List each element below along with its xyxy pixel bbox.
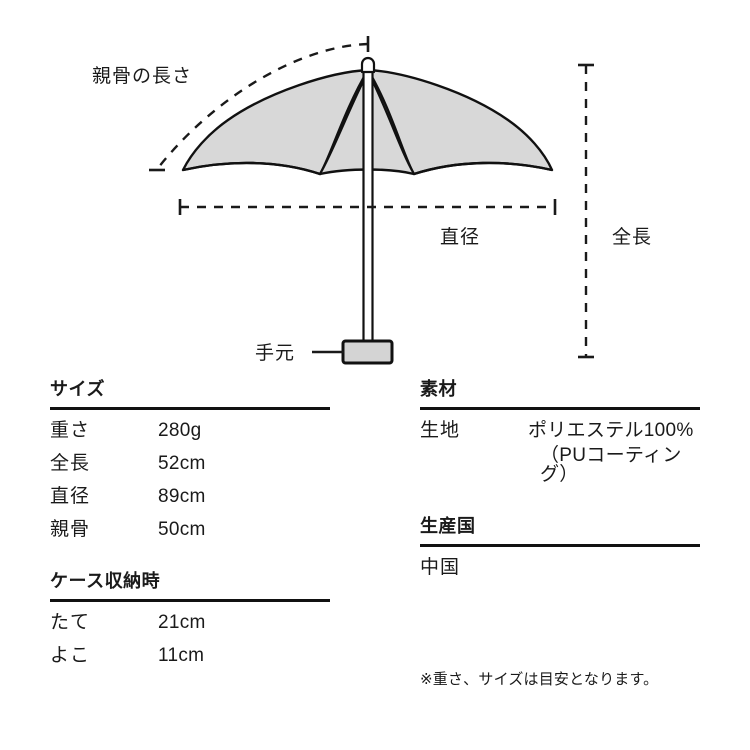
spec-row: 生地 ポリエステル100% （PUコーティング） <box>420 414 700 491</box>
section-title-size: サイズ <box>50 379 105 399</box>
spec-section-case: ケース収納時 たて 21cm よこ 11cm <box>50 570 330 672</box>
section-title-case: ケース収納時 <box>50 570 161 591</box>
footnote-note: ※重さ、サイズは目安となります。 <box>420 671 659 688</box>
spec-key: たて <box>50 611 91 633</box>
section-title-origin: 生産国 <box>420 515 476 536</box>
spec-row: 直径 89cm <box>50 480 330 513</box>
spec-key: 直径 <box>50 485 91 507</box>
spacer <box>50 546 330 572</box>
spec-row: たて 21cm <box>50 606 330 639</box>
spacer <box>420 491 700 517</box>
spec-value: 89cm <box>158 485 206 507</box>
spec-key: 生地 <box>420 419 461 441</box>
label-rib-length: 親骨の長さ <box>92 65 192 87</box>
spec-value-main: ポリエステル100% <box>528 419 694 441</box>
section-rule <box>50 598 330 602</box>
spec-column-left: サイズ 重さ 280g 全長 52cm 直径 89cm 親骨 50cm ケース収… <box>50 379 330 672</box>
spec-row: 全長 52cm <box>50 447 330 480</box>
spec-section-size: サイズ 重さ 280g 全長 52cm 直径 89cm 親骨 50cm <box>50 379 330 546</box>
umbrella-tip-icon <box>360 56 376 74</box>
spec-key: 中国 <box>420 556 461 578</box>
section-title-material: 素材 <box>420 379 457 399</box>
umbrella-illustration: 親骨の長さ 直径 全長 手元 <box>92 36 652 365</box>
spec-value: 50cm <box>158 518 206 540</box>
spec-key: よこ <box>50 644 91 666</box>
spec-value: ポリエステル100% （PUコーティング） <box>528 421 700 484</box>
spec-row: 重さ 280g <box>50 414 330 447</box>
spec-row: よこ 11cm <box>50 639 330 672</box>
spec-value-sub: （PUコーティング） <box>540 444 682 485</box>
label-total-length: 全長 <box>612 226 652 248</box>
umbrella-handle <box>341 339 394 365</box>
section-rule <box>50 406 330 410</box>
spec-key: 全長 <box>50 452 91 474</box>
specification-area: サイズ 重さ 280g 全長 52cm 直径 89cm 親骨 50cm ケース収… <box>0 379 750 750</box>
section-rule <box>420 406 700 410</box>
spec-value: 52cm <box>158 452 206 474</box>
section-rule <box>420 543 700 547</box>
spec-section-origin: 生産国 中国 <box>420 515 700 584</box>
label-handle: 手元 <box>255 342 295 364</box>
spec-key: 重さ <box>50 419 91 441</box>
umbrella-rib-line <box>318 70 370 176</box>
spec-key: 親骨 <box>50 518 91 540</box>
spec-value: 21cm <box>158 611 206 633</box>
spec-row: 親骨 50cm <box>50 513 330 546</box>
spec-column-right: 素材 生地 ポリエステル100% （PUコーティング） 生産国 中国 <box>420 379 700 584</box>
spec-section-material: 素材 生地 ポリエステル100% （PUコーティング） <box>420 379 700 491</box>
spec-value: 280g <box>158 419 202 441</box>
spec-row: 中国 <box>420 551 700 584</box>
spec-value: 11cm <box>158 644 205 666</box>
label-diameter: 直径 <box>440 226 480 248</box>
umbrella-diagram: 親骨の長さ 直径 全長 手元 <box>92 36 652 365</box>
